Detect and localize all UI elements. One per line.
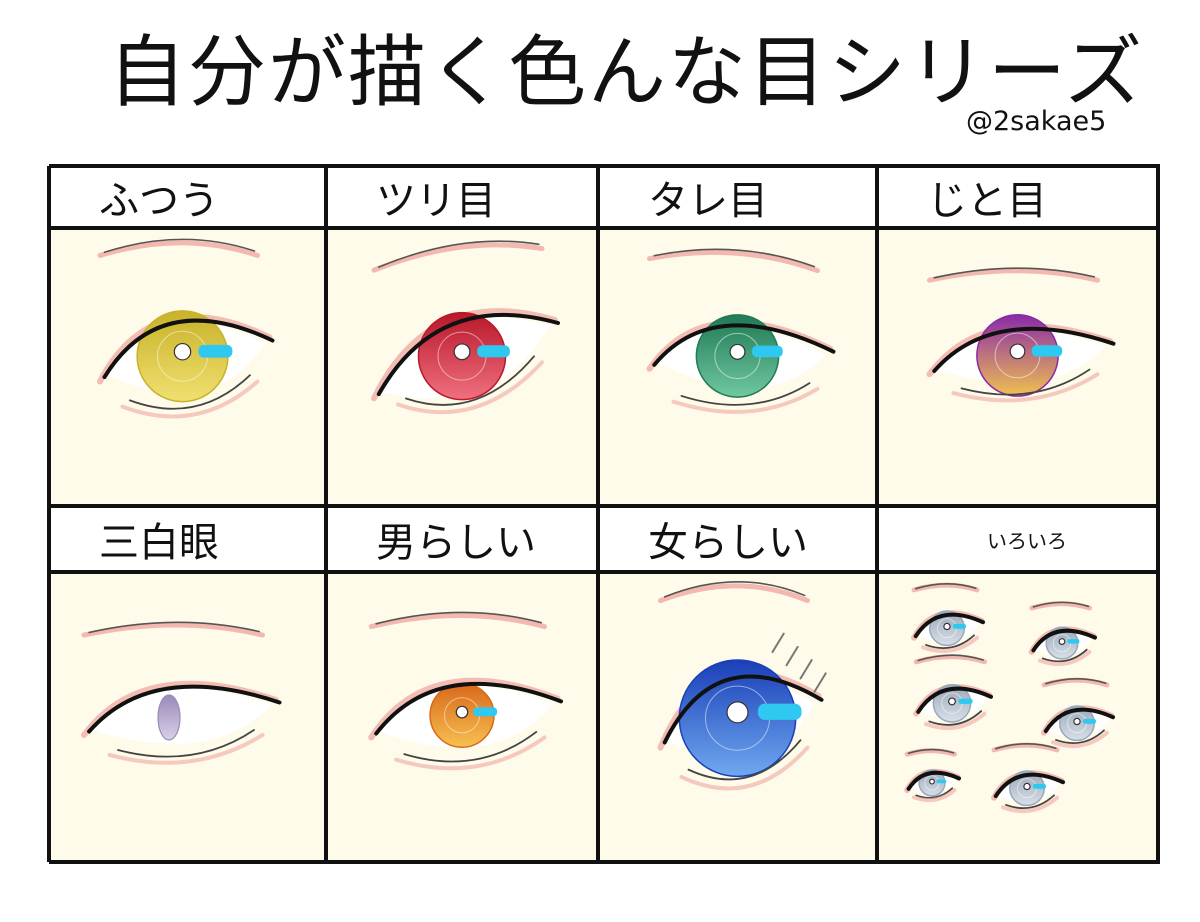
eye-panel-male <box>326 572 598 862</box>
eye-drawing <box>81 621 282 765</box>
eye-illustration-female <box>657 581 827 791</box>
eye-panel-jito <box>877 228 1158 506</box>
cell-header: タレ目 <box>598 166 877 228</box>
eye-drawing <box>991 742 1065 814</box>
author-credit: @2sakae5 <box>966 106 1107 137</box>
cell-header: 女らしい <box>598 506 877 572</box>
grid-line <box>596 166 600 862</box>
grid-line <box>49 226 1160 230</box>
grid-line <box>49 504 1160 508</box>
eye-drawing <box>904 748 962 803</box>
eye-illustration-normal <box>97 238 275 419</box>
eye-drawing <box>97 238 275 419</box>
grid-line <box>324 166 328 862</box>
grid-line <box>875 166 879 862</box>
eye-drawing <box>1041 677 1115 749</box>
grid-line <box>47 166 51 862</box>
grid-line <box>49 164 1160 168</box>
eye-drawing <box>657 581 827 791</box>
eye-panel-female <box>598 572 877 862</box>
eye-drawing <box>646 248 836 414</box>
cell-header: じと目 <box>877 166 1158 228</box>
cell-label: いろいろ <box>987 528 1067 553</box>
cell-label: 女らしい <box>648 520 808 566</box>
eye-drawing <box>371 240 560 415</box>
eye-panel-tsuri <box>326 228 598 506</box>
eye-panel-normal <box>49 228 326 506</box>
eye-drawing <box>911 582 985 654</box>
eye-drawing <box>926 267 1116 403</box>
eye-style-grid: ふつう ツリ目 タレ目 じと目三白眼 男らしい 女らしい いろいろ <box>47 164 1160 864</box>
cell-header: 男らしい <box>326 506 598 572</box>
cell-label: ツリ目 <box>376 178 496 224</box>
eye-panel-misc <box>877 572 1158 862</box>
cell-header: ふつう <box>49 166 326 228</box>
eye-illustration-tare <box>646 248 836 414</box>
eye-drawing <box>913 654 993 731</box>
eye-illustration-misc <box>904 582 1115 814</box>
eye-panel-sanpaku <box>49 572 326 862</box>
eye-illustration-sanpaku <box>81 621 282 765</box>
cell-label: ふつう <box>99 178 219 224</box>
cell-label: タレ目 <box>648 178 768 224</box>
eye-illustration-male <box>368 611 563 771</box>
eye-illustration-jito <box>926 267 1116 403</box>
cell-header: 三白眼 <box>49 506 326 572</box>
eye-illustration-tsuri <box>371 240 560 415</box>
grid-line <box>49 570 1160 574</box>
eye-drawing <box>1028 601 1097 667</box>
eye-drawing <box>368 611 563 771</box>
cell-header: いろいろ <box>877 506 1158 572</box>
page-title: 自分が描く色んな目シリーズ <box>108 28 1145 118</box>
cell-label: 男らしい <box>376 520 536 566</box>
grid-line <box>49 860 1160 864</box>
cell-header: ツリ目 <box>326 166 598 228</box>
cell-label: 三白眼 <box>99 520 219 566</box>
grid-line <box>1156 166 1160 862</box>
eye-panel-tare <box>598 228 877 506</box>
cell-label: じと目 <box>927 178 1047 224</box>
